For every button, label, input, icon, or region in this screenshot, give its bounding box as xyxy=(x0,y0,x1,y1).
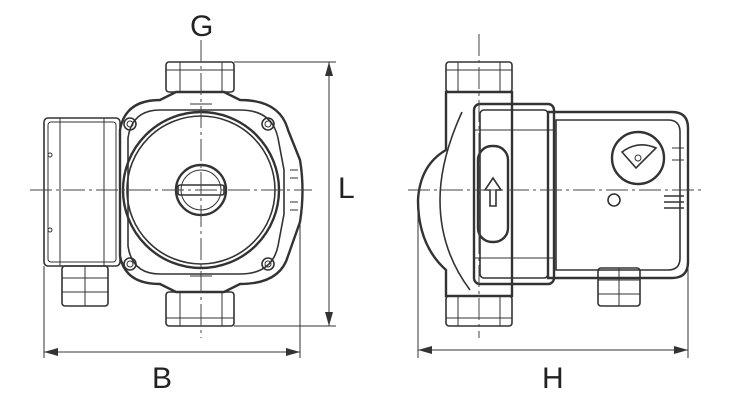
front-bottom-port xyxy=(165,291,235,327)
dimension-b xyxy=(43,222,301,358)
front-view xyxy=(30,40,312,338)
label-g: G xyxy=(190,10,213,43)
side-volute xyxy=(416,90,514,298)
side-flow-arrow-window xyxy=(476,144,510,244)
side-pump-head xyxy=(472,102,556,286)
front-flange xyxy=(127,109,285,275)
label-h: H xyxy=(542,362,564,395)
label-l: L xyxy=(338,172,355,205)
side-vents xyxy=(664,147,684,209)
front-top-port xyxy=(165,61,235,93)
side-cable-gland xyxy=(597,267,641,307)
side-screw xyxy=(607,193,621,207)
dimension-h xyxy=(417,210,689,358)
front-cable-gland xyxy=(61,265,109,307)
side-speed-knob xyxy=(610,130,666,186)
label-b: B xyxy=(152,362,172,395)
front-terminal-box xyxy=(43,117,121,267)
front-bolts xyxy=(123,117,275,271)
dimension-l xyxy=(234,61,336,327)
front-housing xyxy=(118,90,304,294)
side-view xyxy=(408,34,704,338)
